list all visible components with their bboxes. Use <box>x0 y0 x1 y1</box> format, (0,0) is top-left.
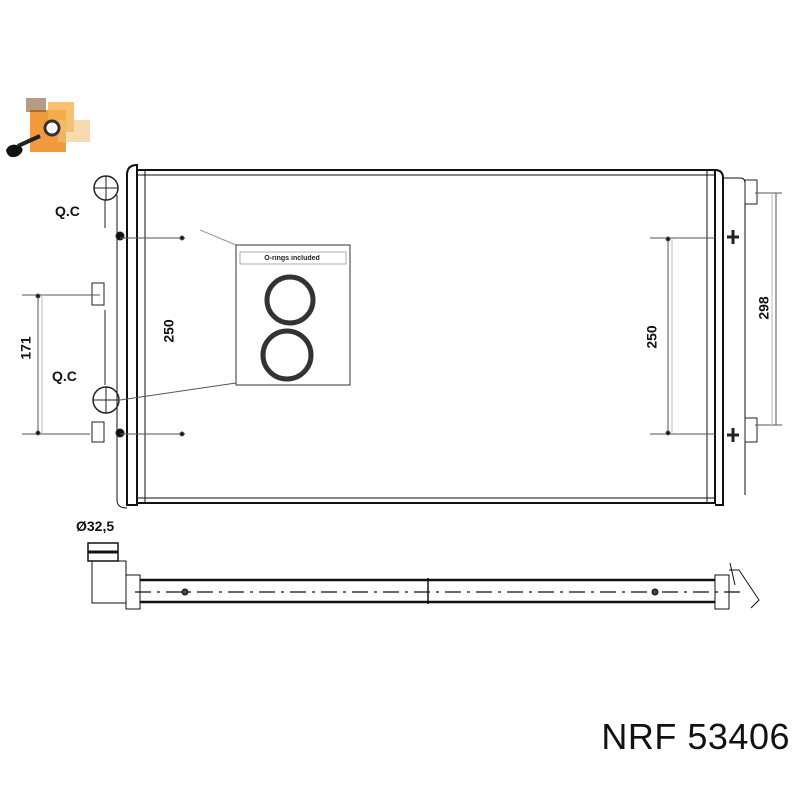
dimension-lines <box>22 192 782 437</box>
logo-icon <box>6 98 90 158</box>
o-ring-top <box>264 274 316 326</box>
dim-250-right-label: 250 <box>643 325 660 349</box>
dim-171-label: 171 <box>17 336 34 360</box>
radiator-core <box>116 163 746 509</box>
seal-box-title: O-rings included <box>264 255 320 262</box>
qc-top-label: Q.C <box>55 203 80 219</box>
right-fittings <box>727 179 758 443</box>
o-ring-bottom <box>260 328 314 382</box>
dim-298-label: 298 <box>755 296 772 320</box>
left-fittings <box>91 175 125 443</box>
pipe-diameter-label: Ø32,5 <box>76 518 115 534</box>
dim-250-left-label: 250 <box>160 319 177 343</box>
side-view <box>87 542 760 610</box>
seal-box <box>235 244 351 386</box>
part-caption: NRF 53406 <box>601 716 790 757</box>
qc-bottom-label: Q.C <box>52 368 77 384</box>
